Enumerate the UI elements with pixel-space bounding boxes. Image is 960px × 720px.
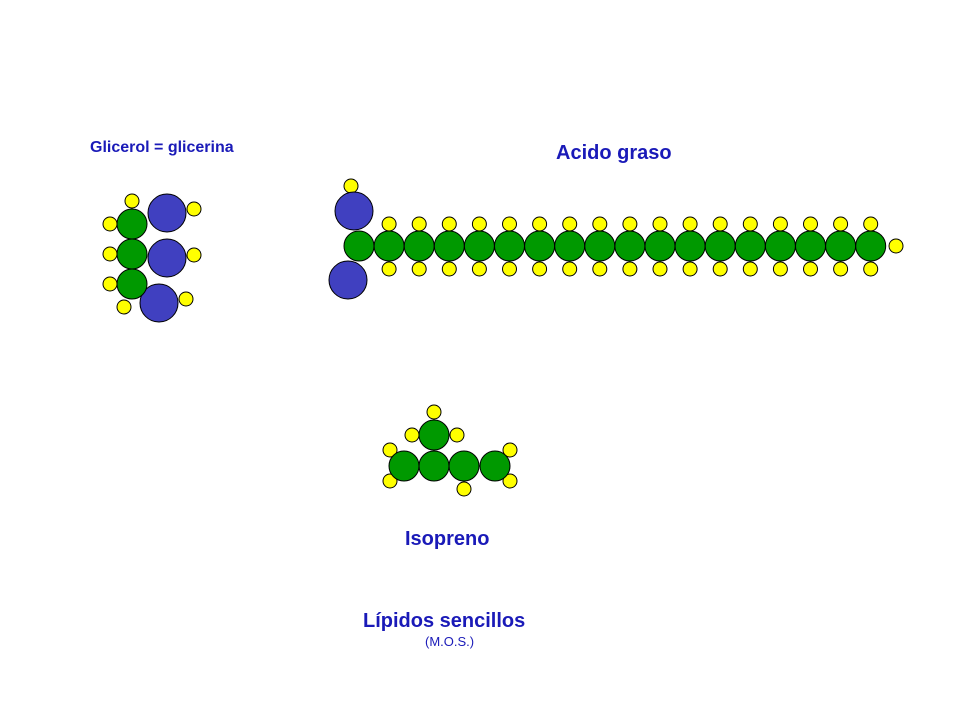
hydrogen-atom: [449, 427, 465, 443]
hydrogen-atom: [532, 261, 548, 277]
hydrogen-atom: [102, 246, 118, 262]
hydrogen-atom: [562, 216, 578, 232]
carbon-atom: [403, 230, 435, 262]
hydrogen-atom: [471, 216, 487, 232]
carbon-atom: [704, 230, 736, 262]
hydrogen-atom: [863, 216, 879, 232]
hydrogen-atom: [502, 473, 518, 489]
hydrogen-atom: [652, 216, 668, 232]
oxygen-atom: [328, 260, 368, 300]
carbon-atom: [855, 230, 887, 262]
carbon-atom: [764, 230, 796, 262]
hydrogen-atom: [712, 261, 728, 277]
hydrogen-atom: [186, 201, 202, 217]
hydrogen-atom: [742, 261, 758, 277]
glycerol-label: Glicerol = glicerina: [90, 139, 234, 156]
carbon-atom: [825, 230, 857, 262]
hydrogen-atom: [833, 261, 849, 277]
hydrogen-atom: [803, 261, 818, 277]
hydrogen-atom: [382, 442, 398, 458]
oxygen-atom: [139, 283, 179, 323]
hydrogen-atom: [404, 427, 420, 443]
hydrogen-atom: [592, 216, 608, 232]
hydrogen-atom: [682, 261, 698, 277]
carbon-atom: [418, 419, 450, 451]
carbon-atom: [644, 230, 676, 262]
hydrogen-atom: [102, 276, 118, 292]
carbon-atom: [614, 230, 646, 262]
hydrogen-atom: [441, 216, 457, 232]
carbon-atom: [795, 230, 826, 262]
carbon-atom: [524, 230, 556, 262]
carbon-atom: [554, 230, 586, 262]
oxygen-atom: [334, 191, 374, 231]
fatty-acid-molecule: [328, 178, 904, 300]
hydrogen-atom: [592, 261, 608, 277]
carbon-atom: [479, 450, 511, 482]
oxygen-atom: [147, 238, 187, 278]
hydrogen-atom: [682, 216, 698, 232]
carbon-atom: [448, 450, 480, 482]
carbon-atom: [584, 230, 616, 262]
carbon-atom: [116, 238, 148, 270]
hydrogen-atom: [124, 193, 140, 209]
carbon-atom: [674, 230, 706, 262]
carbon-atom: [388, 450, 420, 482]
hydrogen-atom: [502, 442, 518, 458]
hydrogen-atom: [186, 247, 202, 263]
oxygen-atom: [147, 193, 187, 233]
hydrogen-atom: [116, 299, 132, 315]
hydrogen-atom: [652, 261, 668, 277]
diagram-title: Lípidos sencillos: [363, 610, 526, 632]
hydrogen-atom: [622, 216, 638, 232]
hydrogen-atom: [742, 216, 758, 232]
hydrogen-atom: [426, 404, 442, 420]
hydrogen-atom: [471, 261, 487, 277]
carbon-atom: [373, 230, 405, 262]
hydrogen-atom: [772, 216, 788, 232]
isoprene-label: Isopreno: [405, 528, 490, 550]
hydrogen-atom: [178, 291, 194, 307]
glycerol-molecule: [102, 193, 202, 323]
hydrogen-atom: [803, 216, 818, 232]
diagram-subtitle: (M.O.S.): [425, 634, 475, 649]
carbon-atom: [463, 230, 495, 262]
hydrogen-atom: [712, 216, 728, 232]
hydrogen-atom: [456, 481, 472, 497]
carbon-atom: [734, 230, 766, 262]
hydrogen-atom: [441, 261, 457, 277]
hydrogen-atom: [532, 216, 548, 232]
hydrogen-atom: [622, 261, 638, 277]
hydrogen-atom: [102, 216, 118, 232]
hydrogen-atom: [382, 473, 398, 489]
carbon-atom: [116, 208, 148, 240]
hydrogen-atom: [562, 261, 578, 277]
hydrogen-atom: [343, 178, 359, 194]
hydrogen-atom: [772, 261, 788, 277]
hydrogen-atom: [502, 261, 517, 277]
carbon-atom: [418, 450, 450, 482]
hydrogen-atom: [381, 216, 397, 232]
hydrogen-atom: [381, 261, 397, 277]
hydrogen-atom: [411, 216, 427, 232]
hydrogen-atom: [863, 261, 879, 277]
carbon-atom: [433, 230, 465, 262]
isoprene-molecule: [382, 404, 518, 497]
hydrogen-atom: [833, 216, 849, 232]
carbon-atom: [494, 230, 525, 262]
hydrogen-atom: [411, 261, 427, 277]
carbon-atom: [116, 268, 148, 300]
hydrogen-atom: [888, 238, 904, 254]
fatty-acid-label: Acido graso: [556, 142, 672, 164]
carbon-atom: [343, 230, 375, 262]
hydrogen-atom: [502, 216, 517, 232]
